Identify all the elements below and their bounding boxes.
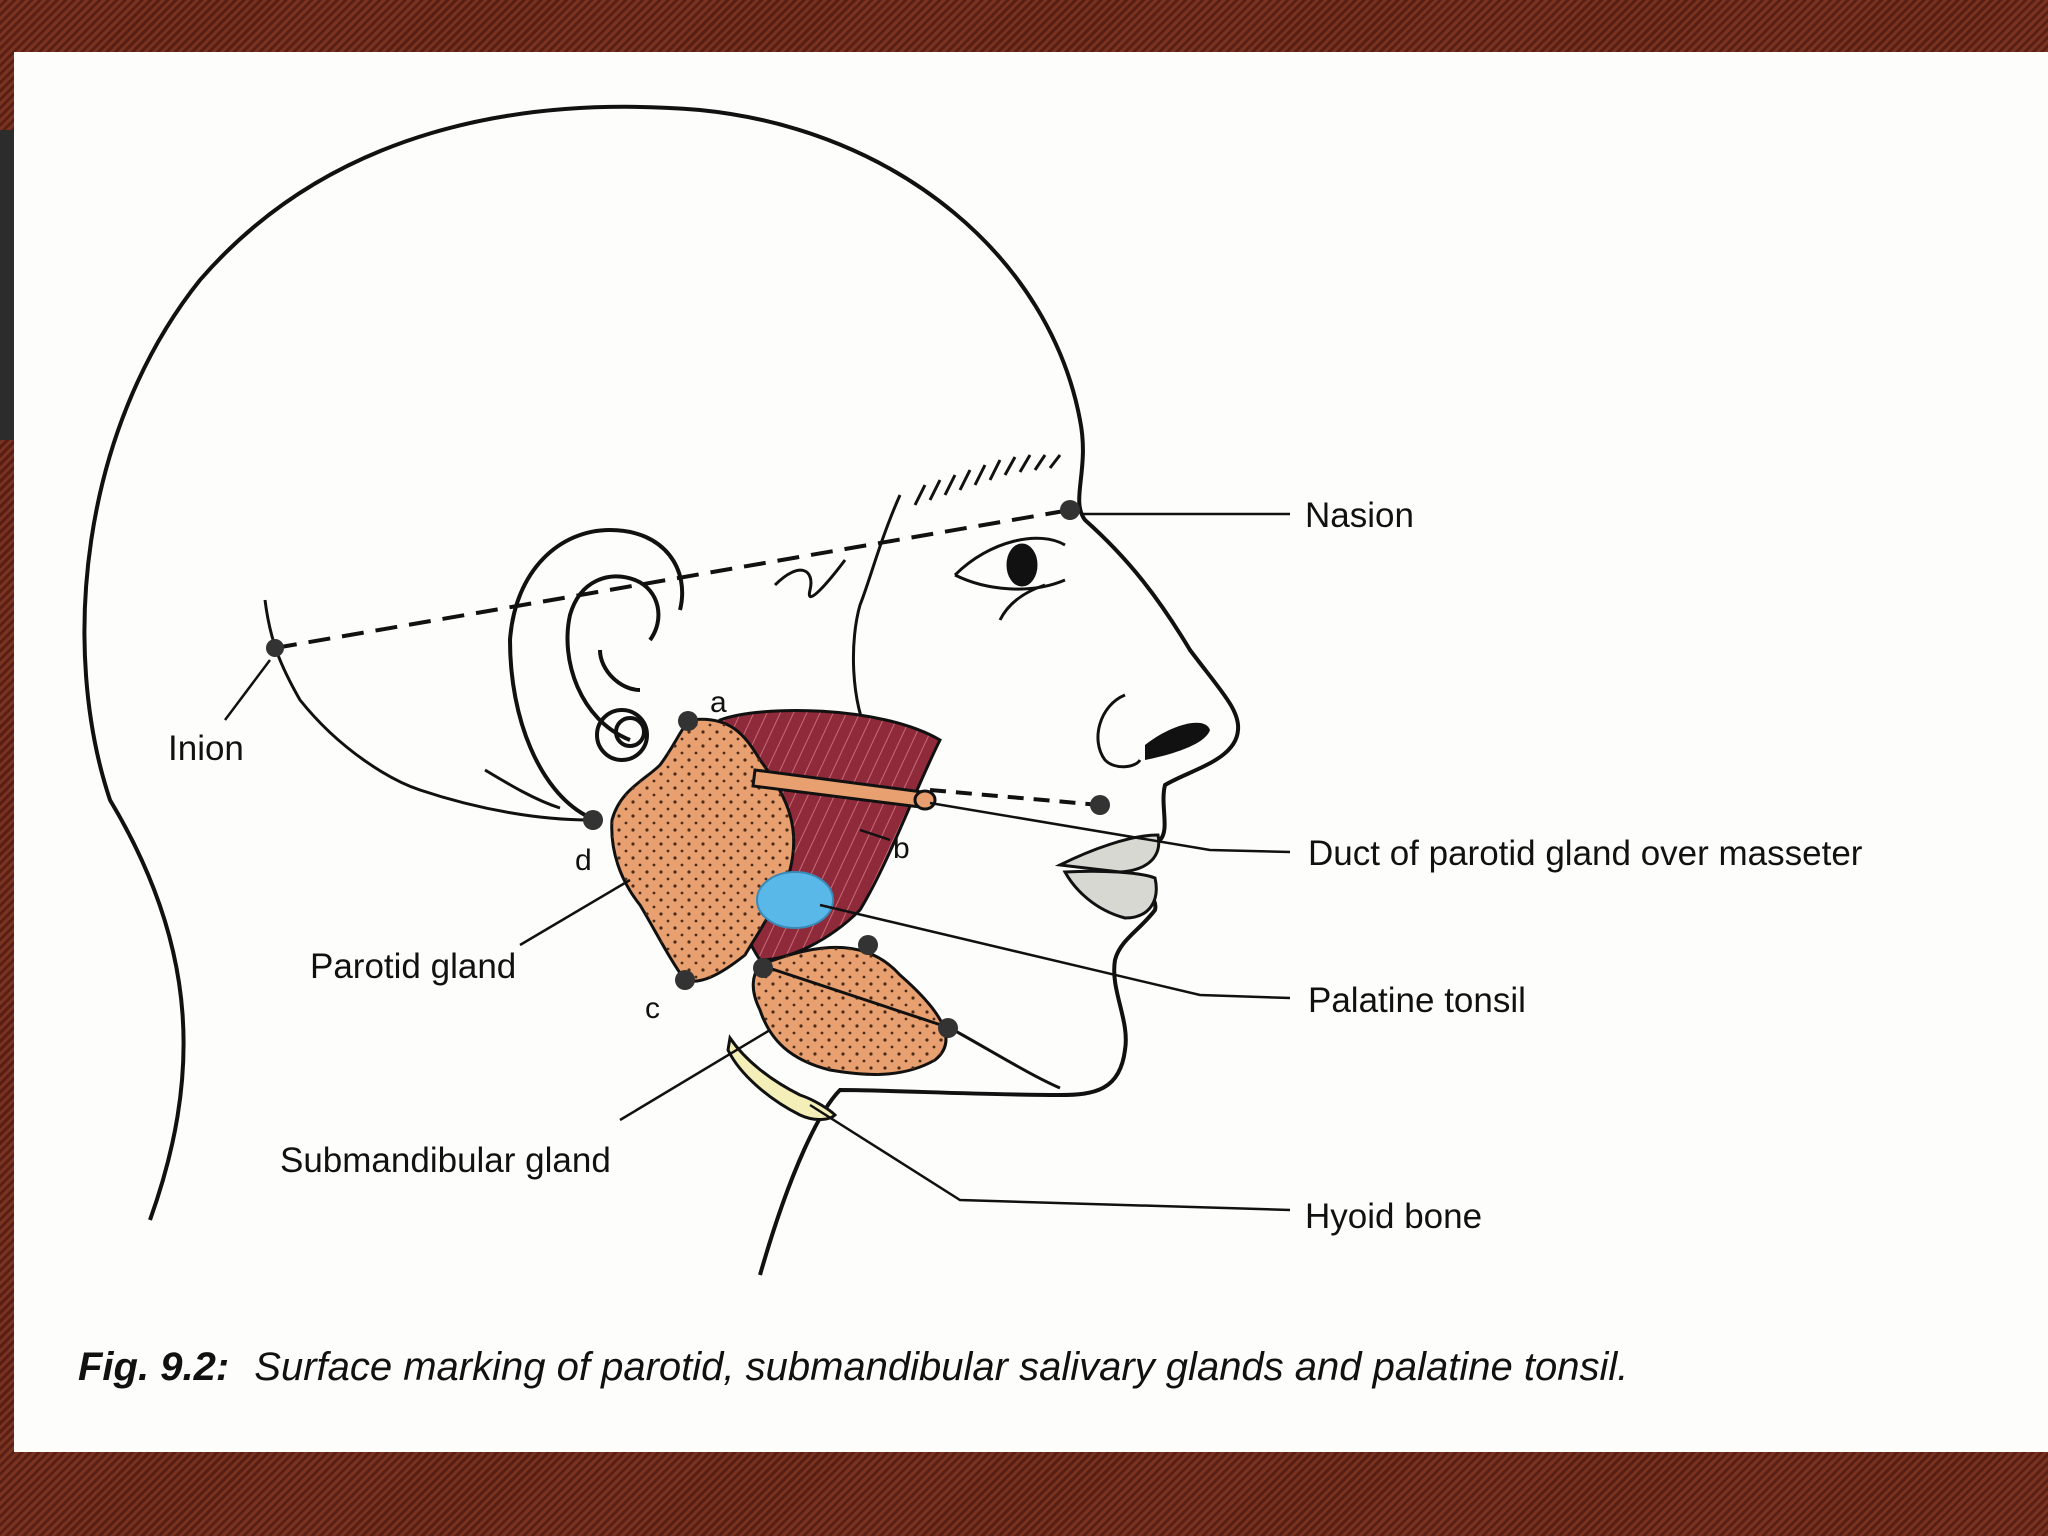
nasion-point — [1060, 500, 1080, 520]
label-duct: Duct of parotid gland over masseter — [1308, 834, 1863, 873]
nostril — [1145, 722, 1210, 760]
landmark-points — [266, 500, 1110, 1038]
label-nasion: Nasion — [1305, 496, 1414, 535]
hyoid-bone — [726, 1034, 838, 1121]
label-parotid-gland: Parotid gland — [310, 947, 516, 986]
cheek-squiggle — [773, 559, 847, 598]
label-hyoid-bone: Hyoid bone — [1305, 1197, 1482, 1236]
upper-lip — [1054, 833, 1161, 874]
nose-ala — [1096, 693, 1142, 769]
duct-opening — [913, 789, 937, 811]
submandibular-point-1 — [753, 958, 773, 978]
caption-prefix: Fig. 9.2: — [78, 1345, 229, 1389]
label-palatine-tonsil: Palatine tonsil — [1308, 981, 1526, 1020]
point-label-d: d — [575, 844, 592, 877]
eyebrow — [913, 454, 1062, 506]
duct-end-point — [1090, 795, 1110, 815]
figure-caption: Fig. 9.2: Surface marking of parotid, su… — [78, 1345, 1628, 1389]
caption-text: Surface marking of parotid, submandibula… — [254, 1345, 1628, 1389]
point-a — [678, 711, 698, 731]
ear — [507, 527, 685, 817]
dark-edge — [0, 130, 14, 440]
label-inion: Inion — [168, 729, 244, 768]
palatine-tonsil — [756, 871, 834, 929]
point-label-a: a — [710, 686, 727, 719]
submandibular-point-3 — [938, 1018, 958, 1038]
parotid-gland-texture — [611, 719, 794, 982]
parotid-leader — [519, 878, 631, 947]
palatine-leader — [819, 903, 1291, 1000]
point-label-c: c — [645, 992, 660, 1025]
submandibular-point-2 — [858, 935, 878, 955]
leader-lines — [224, 512, 1291, 1212]
eye — [953, 536, 1066, 621]
duct-surface-line — [929, 788, 1101, 807]
inion-leader — [224, 659, 271, 721]
mastoid-line — [484, 768, 561, 810]
inion-nasion-line — [274, 508, 1071, 650]
point-d — [583, 810, 603, 830]
lower-lip — [1062, 869, 1158, 920]
neck-back-line — [263, 599, 591, 822]
point-b-leader — [859, 828, 891, 842]
hyoid-leader — [809, 1103, 1291, 1212]
head-outline — [82, 104, 1241, 1276]
label-submandibular-gland: Submandibular gland — [280, 1141, 611, 1180]
point-label-b: b — [893, 832, 910, 865]
inion-point — [266, 639, 284, 657]
submandibular-leader — [619, 1028, 771, 1122]
temple-line — [851, 494, 902, 741]
submandibular-gland-texture — [753, 947, 947, 1075]
duct-leader — [929, 801, 1291, 854]
point-c — [675, 970, 695, 990]
